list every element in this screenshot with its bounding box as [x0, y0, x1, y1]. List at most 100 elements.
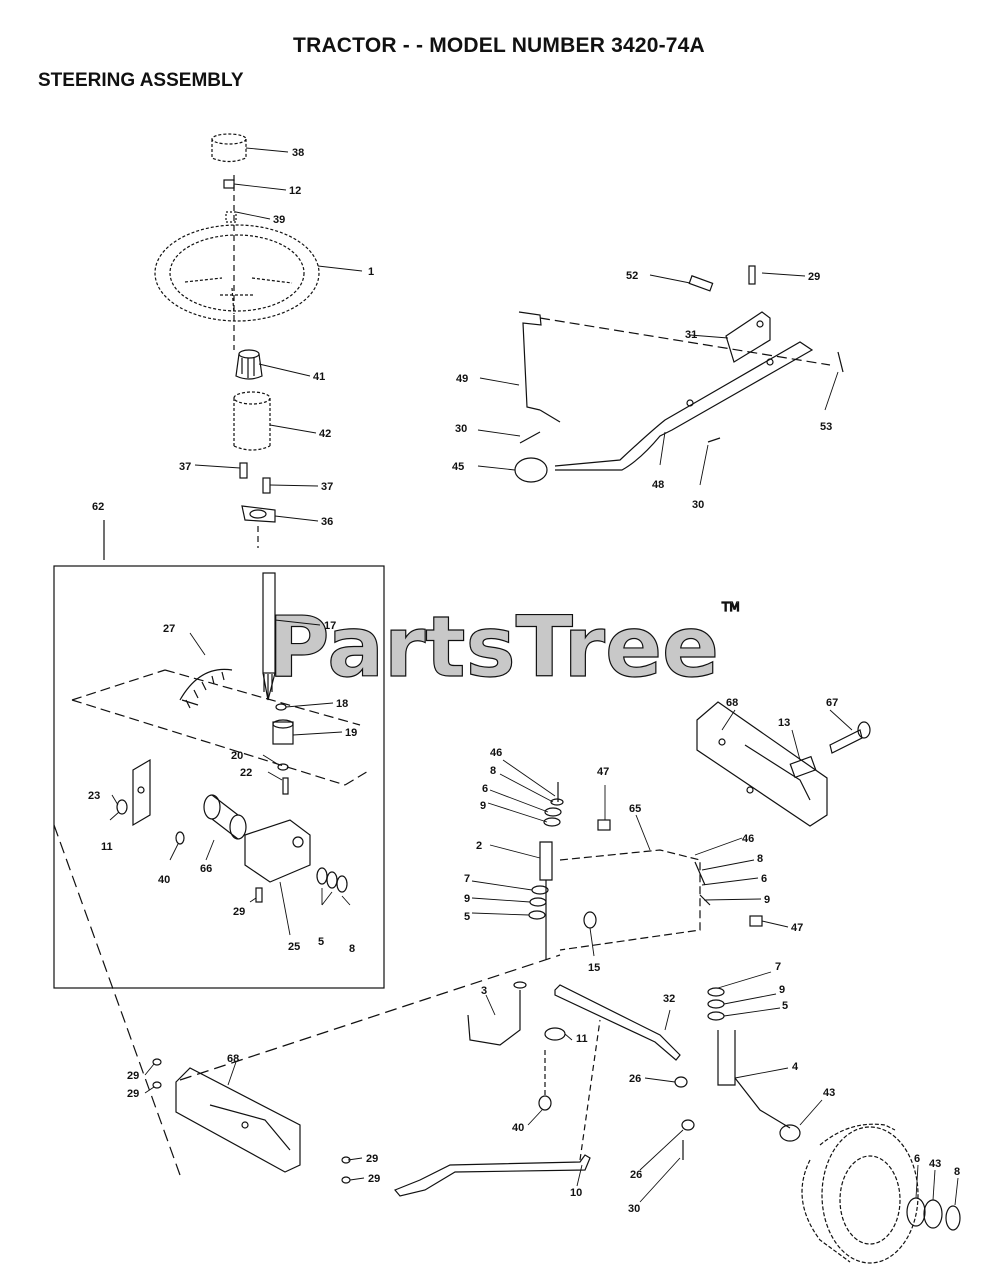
callout-62: 62	[92, 501, 104, 513]
washer-7-right-part[interactable]	[707, 987, 725, 997]
mount-bracket-25-part[interactable]	[244, 819, 311, 883]
callout-43-inner: 43	[823, 1087, 835, 1099]
callout-46-right: 46	[742, 833, 754, 845]
frame-plate-68-left-part[interactable]	[175, 1067, 301, 1173]
callout-32: 32	[663, 993, 675, 1005]
callout-11-left: 11	[101, 841, 113, 853]
callout-5-box: 5	[318, 936, 324, 948]
bolt-37-right-part[interactable]	[262, 477, 271, 494]
bolt-67-part[interactable]	[829, 721, 871, 754]
callout-27: 27	[163, 623, 175, 635]
insert-part[interactable]	[225, 211, 237, 223]
washer-18-part[interactable]	[275, 703, 287, 711]
ring-53-part[interactable]	[837, 351, 844, 373]
callout-47-left: 47	[597, 766, 609, 778]
pin-30-right-part[interactable]	[707, 437, 721, 443]
callout-5-lower: 5	[464, 911, 470, 923]
callout-38: 38	[292, 147, 304, 159]
callout-29-top: 29	[808, 271, 820, 283]
screw-29-left-a-part[interactable]	[152, 1058, 162, 1066]
washer-5-right-part[interactable]	[707, 1011, 725, 1021]
washer-5b-part[interactable]	[326, 871, 338, 889]
nut-26-lower-part[interactable]	[681, 1119, 695, 1131]
callout-23: 23	[88, 790, 100, 802]
sector-gear-part[interactable]	[179, 668, 233, 709]
pin-30-left-part[interactable]	[519, 431, 541, 444]
drag-link-10-part[interactable]	[394, 1154, 591, 1197]
steering-cap-part[interactable]	[211, 133, 247, 163]
callout-29-box: 29	[233, 906, 245, 918]
washer-20-part[interactable]	[277, 763, 289, 771]
watermark-tm: TM	[721, 600, 740, 614]
lever-bracket-31-part[interactable]	[725, 311, 771, 363]
washer-6-wheel-part[interactable]	[906, 1197, 926, 1227]
spindle-4-part[interactable]	[717, 1030, 791, 1129]
callout-29-right-b: 29	[368, 1173, 380, 1185]
bracket-23-part[interactable]	[132, 758, 151, 827]
ring-8-center-part[interactable]	[550, 798, 564, 806]
callout-9-center: 9	[480, 800, 486, 812]
bolt-29-top-part[interactable]	[748, 265, 756, 285]
axle-65-part[interactable]	[559, 849, 701, 951]
callout-8-right: 8	[757, 853, 763, 865]
assembly-box-62	[53, 565, 385, 989]
ring-8-box-part[interactable]	[336, 875, 348, 893]
frame-plate-68-right-part[interactable]	[696, 701, 828, 827]
fitting-47-right-part[interactable]	[749, 915, 763, 927]
knob-45-part[interactable]	[514, 457, 548, 483]
washer-9-right-part[interactable]	[707, 999, 725, 1009]
callout-37-left: 37	[179, 461, 191, 473]
lever-48-part[interactable]	[554, 341, 814, 471]
callout-31: 31	[685, 329, 697, 341]
washer-6-center-part[interactable]	[544, 807, 562, 817]
section-title: STEERING ASSEMBLY	[38, 70, 244, 91]
ring-8-wheel-part[interactable]	[945, 1205, 961, 1231]
washer-40-left-part[interactable]	[175, 831, 185, 845]
callout-19: 19	[345, 727, 357, 739]
spacer-13-part[interactable]	[789, 755, 817, 779]
bearing-part[interactable]	[233, 391, 271, 451]
callout-7-center: 7	[464, 873, 470, 885]
washer-43-inner-part[interactable]	[779, 1124, 801, 1142]
washer-9-center-part[interactable]	[543, 817, 561, 827]
callout-42: 42	[319, 428, 331, 440]
callout-25: 25	[288, 941, 300, 953]
pinion-bracket-part[interactable]	[272, 719, 294, 745]
steering-wheel-part[interactable]	[154, 224, 320, 322]
callout-5-right: 5	[782, 1000, 788, 1012]
bushing-11-center-part[interactable]	[544, 1027, 566, 1041]
adapter-nut-part[interactable]	[223, 179, 235, 189]
nut-26-upper-part[interactable]	[674, 1076, 688, 1088]
screw-29-box-part[interactable]	[255, 887, 263, 903]
callout-8-wheel: 8	[954, 1166, 960, 1178]
bolt-37-left-part[interactable]	[239, 462, 248, 479]
tie-rod-32-part[interactable]	[554, 984, 681, 1061]
front-wheel-part[interactable]	[801, 1123, 919, 1264]
washer-5a-part[interactable]	[316, 867, 328, 885]
callout-6-center: 6	[482, 783, 488, 795]
screw-29-right-b-part[interactable]	[341, 1176, 351, 1184]
callout-41: 41	[313, 371, 325, 383]
washer-9-lower-part[interactable]	[529, 897, 547, 907]
spacer-66-part[interactable]	[203, 794, 247, 840]
spindle-3-part[interactable]	[467, 981, 527, 1046]
support-plate-part[interactable]	[241, 505, 276, 523]
bolt-52-part[interactable]	[688, 275, 714, 292]
callout-40-left: 40	[158, 874, 170, 886]
callout-8-box: 8	[349, 943, 355, 955]
washer-43-outer-part[interactable]	[923, 1199, 943, 1229]
washer-5-lower-part[interactable]	[528, 910, 546, 920]
steering-hub-part[interactable]	[235, 349, 263, 380]
callout-10: 10	[570, 1187, 582, 1199]
spindle-2-part[interactable]	[539, 841, 553, 960]
fitting-47-left-part[interactable]	[597, 819, 611, 831]
bushing-11-left-part[interactable]	[116, 799, 128, 815]
steering-shaft-part[interactable]	[262, 572, 276, 701]
screw-29-left-b-part[interactable]	[152, 1081, 162, 1089]
bushing-15-part[interactable]	[583, 911, 597, 929]
callout-67: 67	[826, 697, 838, 709]
screw-22-part[interactable]	[282, 777, 289, 795]
shift-rod-49-part[interactable]	[518, 311, 561, 423]
washer-40-center-part[interactable]	[538, 1095, 552, 1111]
